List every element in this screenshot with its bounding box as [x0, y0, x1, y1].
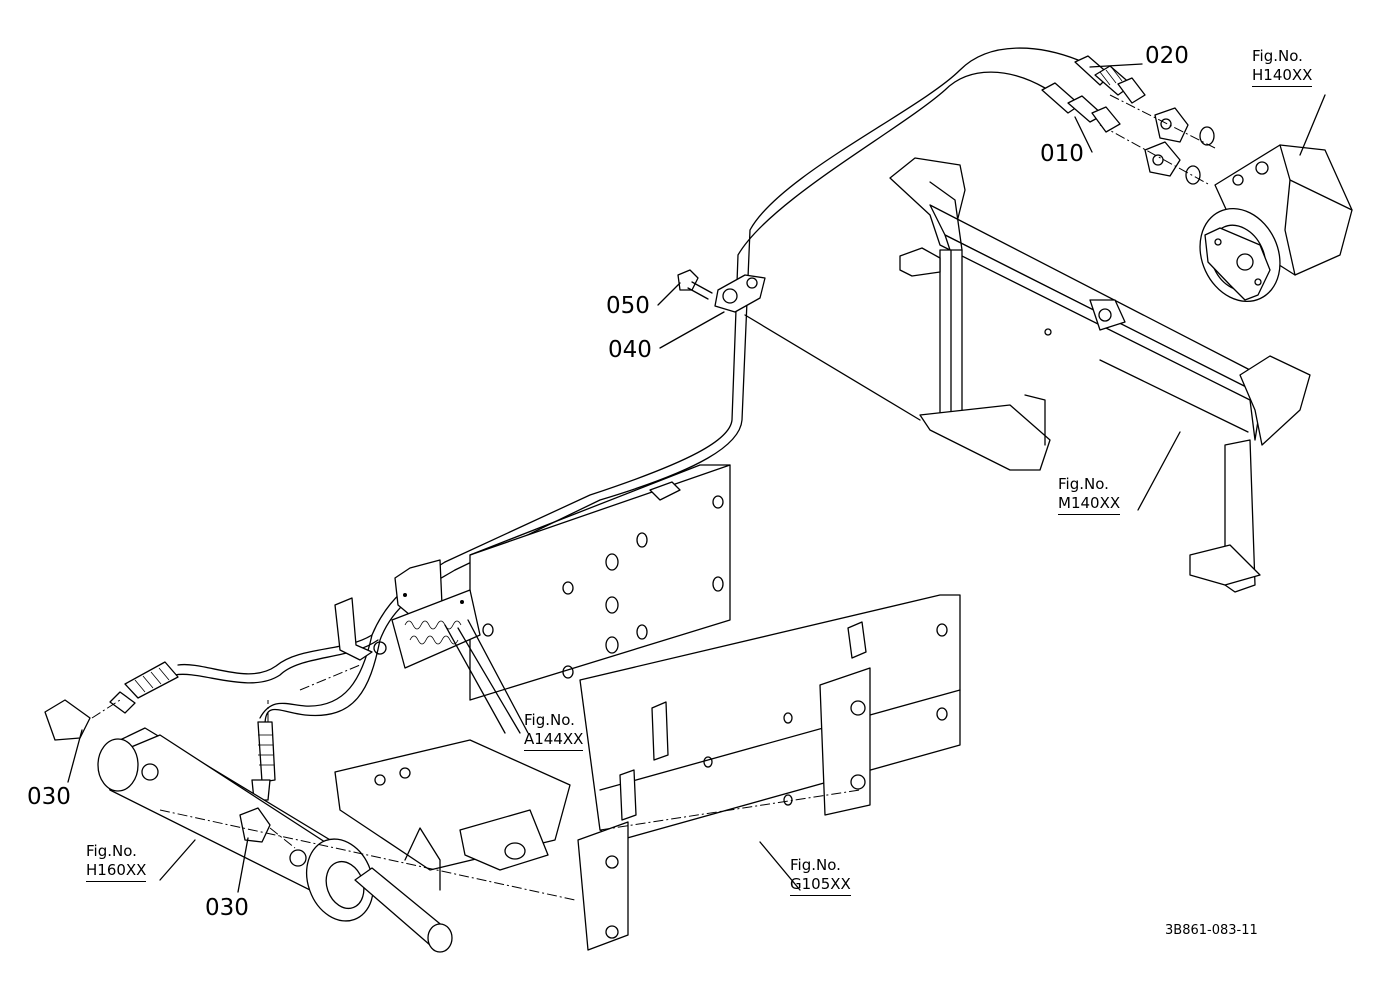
motor-fittings: [1099, 94, 1216, 186]
figure-ref-h160-prefix: Fig.No.: [86, 842, 137, 860]
part-label-030-left: 030: [27, 784, 71, 810]
clamp-bolt: [677, 269, 713, 300]
figure-ref-h140-code: H140XX: [1252, 66, 1313, 87]
part-label-050: 050: [606, 293, 650, 319]
figure-ref-a144-code: A144XX: [524, 730, 584, 751]
part-label-010: 010: [1040, 141, 1084, 167]
hydraulic-motor: [1199, 144, 1353, 303]
hydraulic-cylinder: [44, 699, 453, 953]
figure-ref-g105: Fig.No. G105XX: [790, 856, 851, 896]
part-label-040: 040: [608, 337, 652, 363]
figure-ref-m140-code: M140XX: [1058, 494, 1121, 515]
hose-end-020: [1074, 55, 1146, 104]
lower-frame: [334, 594, 961, 951]
upper-frame-bracket: [744, 157, 1311, 593]
figure-ref-a144: Fig.No. A144XX: [524, 711, 584, 751]
figure-ref-h140-prefix: Fig.No.: [1252, 47, 1303, 65]
hose-end-left: [109, 661, 179, 714]
figure-ref-m140-prefix: Fig.No.: [1058, 475, 1109, 493]
drawing-number: 3B861-083-11: [1165, 923, 1258, 938]
figure-ref-h140: Fig.No. H140XX: [1252, 47, 1313, 87]
figure-ref-g105-prefix: Fig.No.: [790, 856, 841, 874]
hose-clamp: [714, 274, 766, 313]
main-frame-rail: [469, 464, 731, 701]
assembly-guide-lines: [91, 664, 861, 901]
part-label-030-bottom: 030: [205, 895, 249, 921]
hose-end-vertical: [251, 721, 276, 801]
spring-bracket: [334, 559, 481, 669]
figure-ref-h160-code: H160XX: [86, 861, 147, 882]
figure-ref-m140: Fig.No. M140XX: [1058, 475, 1121, 515]
part-label-020: 020: [1145, 43, 1189, 69]
figure-ref-h160: Fig.No. H160XX: [86, 842, 147, 882]
figure-ref-g105-code: G105XX: [790, 875, 851, 896]
hose-end-010: [1041, 82, 1121, 133]
leader-lines: [67, 63, 1326, 893]
figure-ref-a144-prefix: Fig.No.: [524, 711, 575, 729]
